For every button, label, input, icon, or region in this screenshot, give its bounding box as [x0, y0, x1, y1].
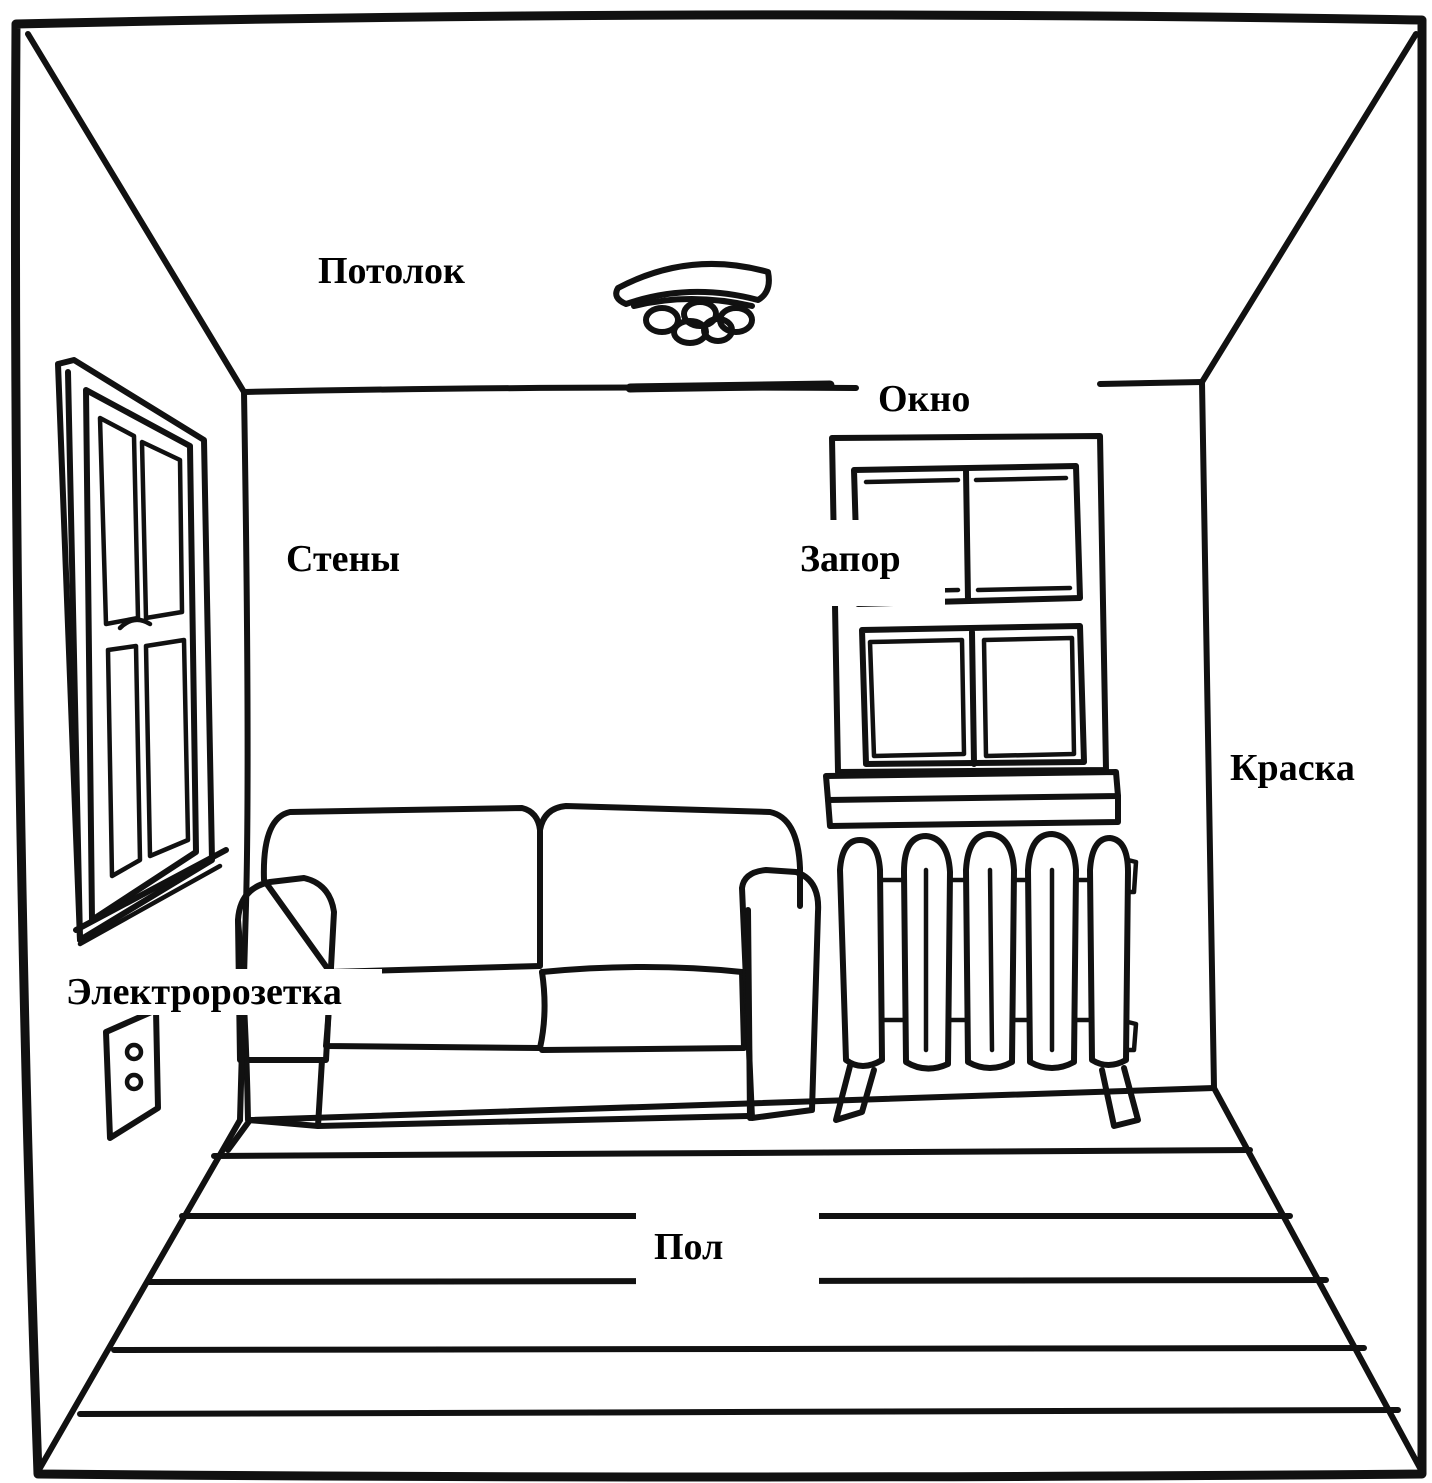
label-latch: Запор	[796, 520, 945, 606]
label-floor: Пол	[636, 1206, 819, 1300]
back-wall-left-edge	[244, 392, 248, 905]
label-paint: Краска	[1230, 749, 1355, 787]
ceiling-lamp-icon	[616, 264, 769, 343]
back-wall-right-edge	[1202, 382, 1214, 1088]
radiator-icon	[836, 834, 1138, 1126]
sofa-icon	[238, 806, 818, 1126]
back-wall-top-edge-right	[1100, 382, 1202, 384]
corner-line-top-right	[1202, 34, 1416, 382]
window-icon	[826, 436, 1118, 826]
label-walls: Стены	[286, 540, 400, 578]
label-window: Окно	[862, 380, 976, 428]
electrical-outlet-icon	[106, 1010, 158, 1138]
corner-line-top-left	[28, 34, 244, 392]
back-wall-top-edge-shadow	[630, 385, 830, 388]
door-icon	[58, 360, 226, 944]
label-ceiling: Потолок	[318, 252, 465, 290]
label-socket: Электророзетка	[62, 969, 382, 1015]
